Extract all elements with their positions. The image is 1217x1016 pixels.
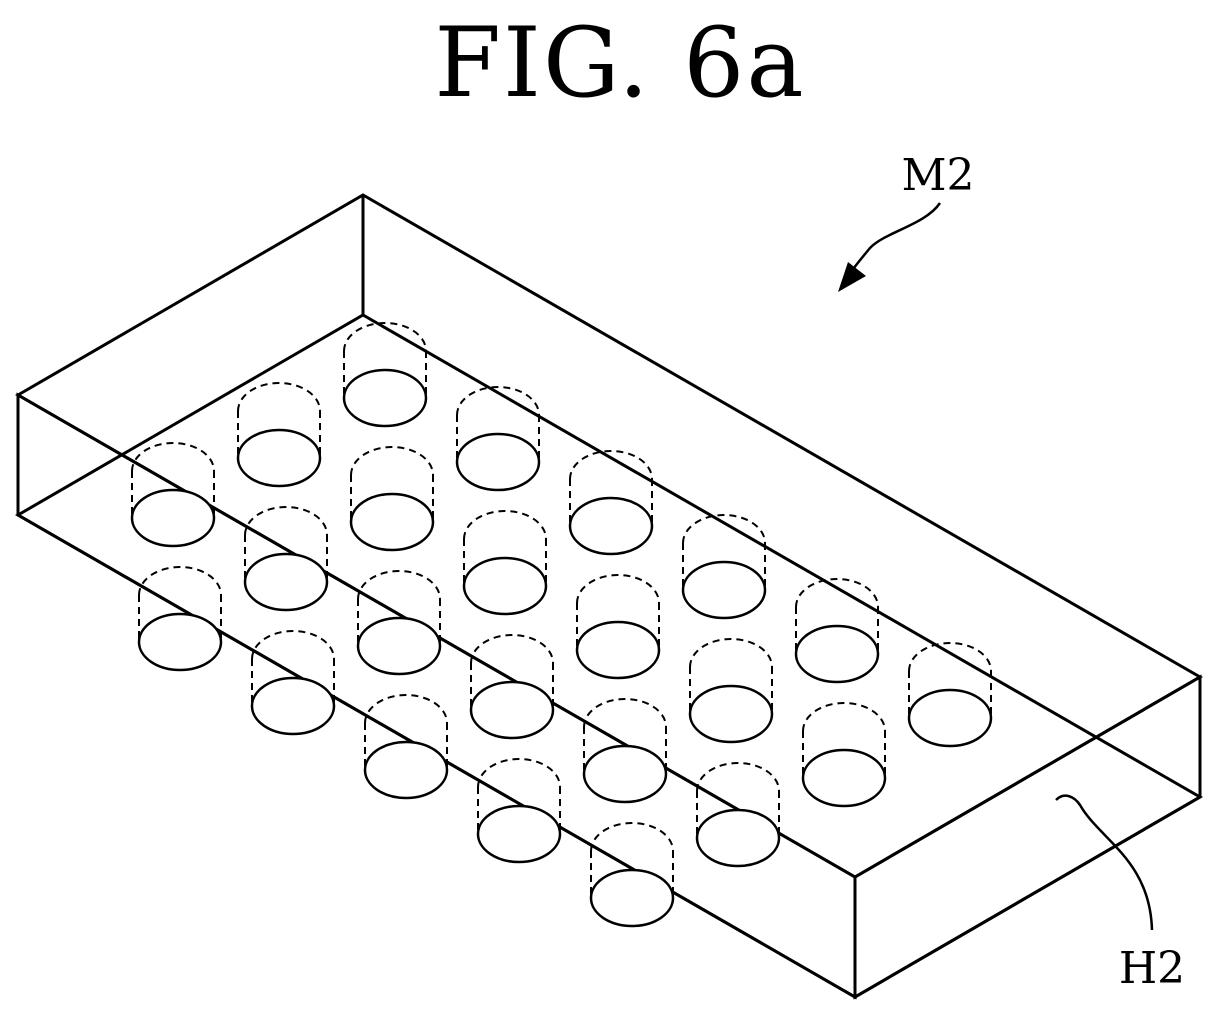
hole-14: [471, 635, 553, 738]
hole-top-rim: [351, 447, 433, 475]
hole-top-rim: [577, 575, 659, 603]
hole-bottom-ellipse: [245, 554, 327, 610]
hole-6: [245, 507, 327, 610]
hole-top-rim: [690, 639, 772, 667]
hole-8: [570, 451, 652, 554]
hole-15: [365, 695, 447, 798]
hole-bottom-ellipse: [577, 622, 659, 678]
hole-7: [139, 567, 221, 670]
hole-bottom-ellipse: [365, 742, 447, 798]
hole-18: [584, 699, 666, 802]
hole-bottom-ellipse: [683, 562, 765, 618]
hole-12: [683, 515, 765, 618]
hole-21: [803, 703, 885, 806]
hole-top-rim: [365, 695, 447, 723]
hole-bottom-ellipse: [690, 686, 772, 742]
hole-5: [351, 447, 433, 550]
hole-top-rim: [584, 699, 666, 727]
mask-reference-label: M2: [901, 150, 974, 201]
hole-bottom-ellipse: [351, 494, 433, 550]
hole-top-rim: [591, 823, 673, 851]
hole-bottom-ellipse: [471, 682, 553, 738]
hole-10: [358, 571, 440, 674]
hole-20: [909, 643, 991, 746]
hole-top-rim: [478, 759, 560, 787]
hole-4: [457, 387, 539, 490]
hole-leader-line: [1056, 796, 1152, 930]
hole-bottom-ellipse: [344, 370, 426, 426]
hole-23: [591, 823, 673, 926]
hole-3: [132, 443, 214, 546]
hole-bottom-ellipse: [909, 690, 991, 746]
hole-22: [697, 763, 779, 866]
hole-top-rim: [803, 703, 885, 731]
hole-top-rim: [252, 631, 334, 659]
figure-title: FIG. 6a: [434, 7, 805, 119]
hole-bottom-ellipse: [139, 614, 221, 670]
hole-bottom-ellipse: [238, 430, 320, 486]
hole-bottom-ellipse: [796, 626, 878, 682]
hole-reference-label: H2: [1119, 943, 1185, 994]
hole-top-rim: [697, 763, 779, 791]
hole-bottom-ellipse: [464, 558, 546, 614]
hole-bottom-ellipse: [478, 806, 560, 862]
hole-bottom-ellipse: [570, 498, 652, 554]
mask-leader-arrowhead: [838, 262, 866, 292]
hole-2: [238, 383, 320, 486]
hole-bottom-ellipse: [457, 434, 539, 490]
hole-17: [690, 639, 772, 742]
hole-array: [132, 323, 991, 926]
hole-top-rim: [245, 507, 327, 535]
hole-bottom-ellipse: [584, 746, 666, 802]
hole-bottom-ellipse: [252, 678, 334, 734]
hole-bottom-ellipse: [803, 750, 885, 806]
hole-top-rim: [238, 383, 320, 411]
hole-top-rim: [358, 571, 440, 599]
hole-bottom-ellipse: [132, 490, 214, 546]
hole-13: [577, 575, 659, 678]
hole-bottom-ellipse: [591, 870, 673, 926]
hole-top-rim: [471, 635, 553, 663]
hole-19: [478, 759, 560, 862]
hole-bottom-ellipse: [697, 810, 779, 866]
hole-16: [796, 579, 878, 682]
hole-top-rim: [464, 511, 546, 539]
hole-11: [252, 631, 334, 734]
hole-top-rim: [909, 643, 991, 671]
hole-1: [344, 323, 426, 426]
hole-bottom-ellipse: [358, 618, 440, 674]
hole-9: [464, 511, 546, 614]
